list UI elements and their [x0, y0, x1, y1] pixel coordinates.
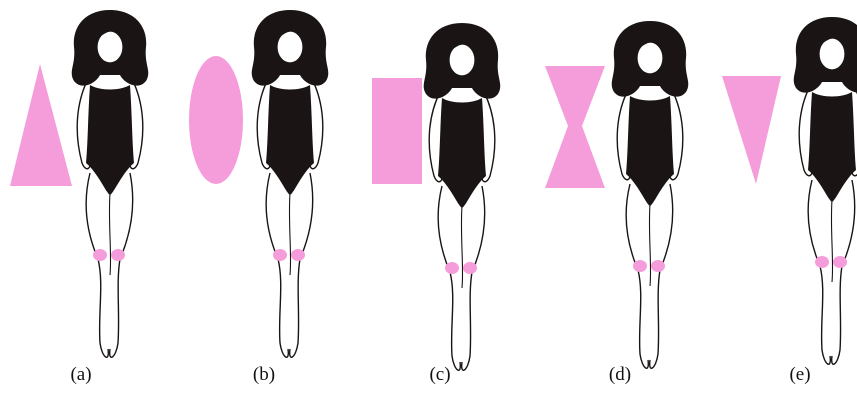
- caption-e: (e): [770, 364, 830, 386]
- woman-figure-c: [424, 23, 501, 370]
- oval-shape: [189, 56, 243, 184]
- panel-e: [722, 17, 857, 364]
- woman-figure-b: [252, 10, 329, 357]
- panel-b: [189, 10, 328, 357]
- hourglass-shape: [545, 66, 605, 188]
- inverted-triangle-shape: [722, 76, 781, 184]
- caption-d: (d): [590, 364, 650, 386]
- triangle-shape: [10, 64, 72, 186]
- rectangle-shape: [372, 78, 422, 184]
- panel-d: [545, 21, 688, 368]
- woman-figure-e: [794, 17, 857, 364]
- woman-figure-a: [72, 10, 149, 357]
- woman-figure-d: [612, 21, 689, 368]
- panel-c: [372, 23, 500, 370]
- panel-a: [10, 10, 148, 357]
- caption-a: (a): [51, 364, 111, 386]
- caption-b: (b): [234, 364, 294, 386]
- caption-c: (c): [410, 364, 470, 386]
